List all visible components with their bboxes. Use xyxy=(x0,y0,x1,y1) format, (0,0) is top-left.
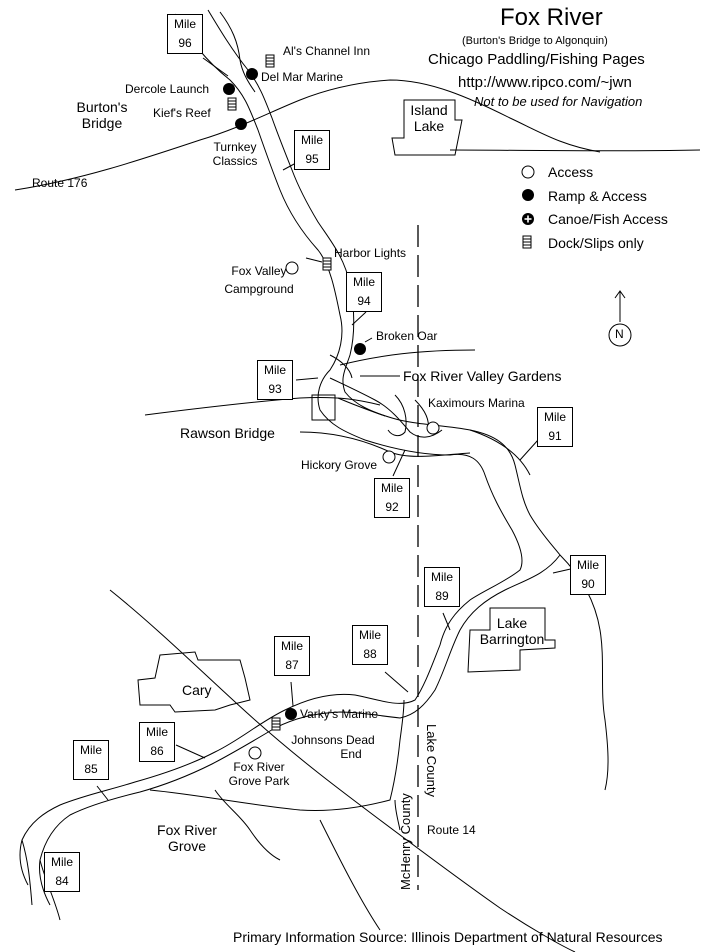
legend-ramp-access: Ramp & Access xyxy=(548,188,647,204)
cary-boundary xyxy=(137,651,251,713)
label-route-176: Route 176 xyxy=(32,176,88,190)
label-rawson-bridge: Rawson Bridge xyxy=(180,425,275,441)
ramp-turnkey-classics xyxy=(235,118,247,130)
location-markers xyxy=(223,54,440,760)
river-channel-rawson xyxy=(329,377,443,438)
label-del-mar-marine: Del Mar Marine xyxy=(261,70,344,84)
route-176 xyxy=(14,79,601,191)
dock-symbol xyxy=(522,235,532,249)
dock-als-channel-inn xyxy=(265,54,275,68)
north-label: N xyxy=(615,327,624,341)
island-lake-boundary xyxy=(391,99,463,156)
label-mchenry-county: McHenry County xyxy=(398,793,413,890)
label-dercole-launch: Dercole Launch xyxy=(125,82,210,96)
access-fox-river-grove-park xyxy=(248,746,262,760)
mile-leaders xyxy=(96,57,576,801)
north-arrow xyxy=(608,290,632,347)
access-symbol xyxy=(521,165,535,179)
navigation-disclaimer: Not to be used for Navigation xyxy=(474,94,643,109)
route-14 xyxy=(109,589,576,952)
label-als-channel-inn: Al's Channel Inn xyxy=(283,44,371,58)
ramp-symbol xyxy=(522,189,534,201)
label-kaximours-marina: Kaximours Marina xyxy=(428,396,525,410)
river-tributary-east xyxy=(469,429,531,476)
access-kaximours-marina xyxy=(426,421,440,435)
source-credit: Primary Information Source: Illinois Dep… xyxy=(233,929,663,945)
legend-canoe-fish-access: Canoe/Fish Access xyxy=(548,211,668,227)
label-harbor-lights: Harbor Lights xyxy=(334,246,407,260)
legend-dock-slips: Dock/Slips only xyxy=(548,235,644,251)
label-varkys-marine: Varky's Marine xyxy=(300,707,379,721)
ramp-dercole-launch xyxy=(223,83,235,95)
website-url[interactable]: http://www.ripco.com/~jwn xyxy=(458,74,632,91)
legend-symbols xyxy=(521,165,535,249)
label-kiefs-reef: Kief's Reef xyxy=(153,106,211,120)
map-subtitle: (Burton's Bridge to Algonquin) xyxy=(462,35,608,47)
river-channel-upper xyxy=(219,11,256,93)
label-hickory-grove: Hickory Grove xyxy=(301,458,378,472)
label-cary: Cary xyxy=(182,682,212,698)
legend-access: Access xyxy=(548,164,594,180)
dock-harbor-lights xyxy=(322,257,332,271)
access-fox-valley-campground xyxy=(285,261,299,275)
map-title: Fox River xyxy=(500,4,603,31)
ramp-varkys-marine xyxy=(285,708,297,720)
access-hickory-grove xyxy=(382,450,396,464)
ramp-broken-oar xyxy=(354,343,366,355)
river-bank-east-upper xyxy=(39,9,561,906)
dock-johnsons-dead-end xyxy=(271,717,281,731)
dock-kiefs-reef xyxy=(227,97,237,111)
label-broken-oar: Broken Oar xyxy=(376,329,438,343)
label-route-14: Route 14 xyxy=(427,823,476,837)
label-lake-county: Lake County xyxy=(424,724,439,797)
rawson-bridge-road xyxy=(144,396,381,416)
river-bank-west-upper xyxy=(19,13,523,886)
ramp-del-mar-marine xyxy=(246,68,258,80)
label-fox-river-valley-gardens: Fox River Valley Gardens xyxy=(403,368,562,384)
lake-barrington-boundary xyxy=(467,607,556,673)
river-tributary-south xyxy=(214,789,281,861)
organization-name: Chicago Paddling/Fishing Pages xyxy=(428,51,645,68)
